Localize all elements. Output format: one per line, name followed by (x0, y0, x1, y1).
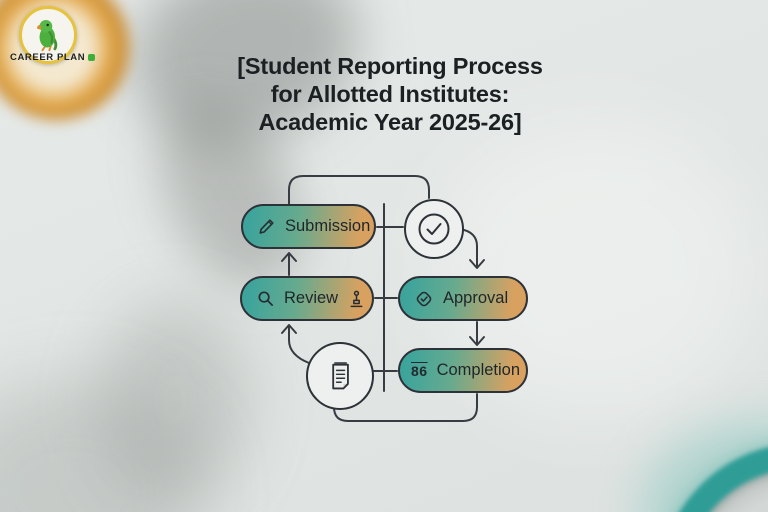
magnifier-icon (256, 289, 275, 308)
badge-check-icon (414, 289, 434, 309)
flow-node-label: Completion (436, 361, 521, 379)
title-line: Academic Year 2025-26] (258, 109, 522, 136)
background-shadow-blob (0, 380, 200, 512)
flow-node-completion: 86 Completion (398, 348, 528, 393)
report-document-icon (324, 359, 356, 393)
arrowhead-up (281, 324, 297, 334)
flow-node-report (306, 342, 374, 410)
flow-node-review: Review (240, 276, 374, 321)
parrot-icon (31, 17, 65, 53)
arrowhead-up (281, 252, 297, 262)
flow-node-label: Review (284, 289, 339, 307)
stamp-icon (347, 289, 366, 309)
brand-name: CAREER PLAN (10, 52, 86, 63)
flow-node-label: Submission (285, 217, 371, 235)
poster-title: [Student Reporting Process for Allotted … (198, 52, 582, 137)
title-line: [Student Reporting Process (237, 53, 543, 79)
pencil-icon (257, 217, 276, 236)
title-line: for Allotted Institutes: (270, 81, 510, 108)
brand-logo (19, 6, 77, 64)
connector-report-review (288, 326, 310, 364)
connector-top-loop (288, 175, 430, 205)
check-circle-icon (415, 210, 453, 248)
flow-node-label: Approval (443, 289, 509, 307)
flow-node-verified (404, 199, 464, 259)
flow-node-submission: Submission (241, 204, 376, 249)
arrowhead-down (469, 259, 485, 269)
brand-green-mark (88, 54, 96, 61)
background-shadow-blob (100, 300, 250, 500)
flow-node-approval: Approval (398, 276, 528, 321)
completion-glyph-icon: 86 (411, 362, 428, 379)
brand-lockup: CAREER PLAN (10, 52, 120, 63)
arrowhead-down (469, 336, 485, 346)
